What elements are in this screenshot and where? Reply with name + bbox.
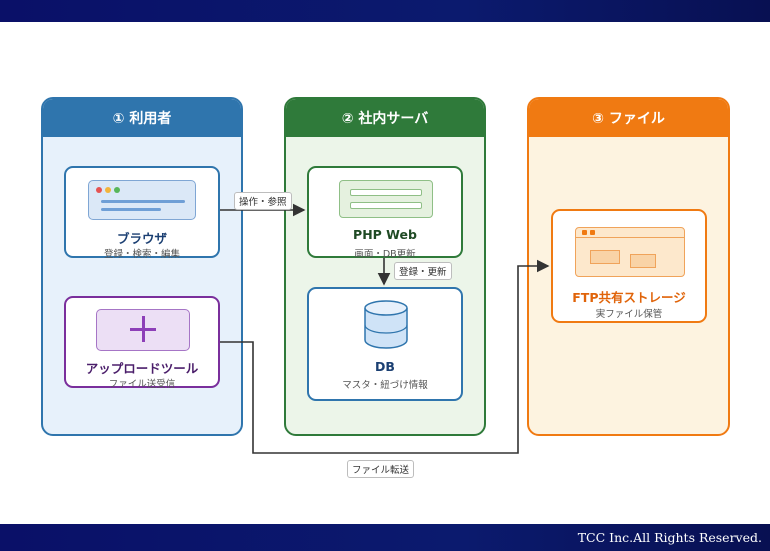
upload-tool-subtitle: ファイル送受信 xyxy=(108,379,176,390)
browser-subtitle: 登録・検索・編集 xyxy=(103,249,180,260)
edge-label-browser-php: 操作・参照 xyxy=(234,192,292,210)
php-web-node: PHP Web 画面・DB更新 xyxy=(307,166,463,260)
web-form-icon xyxy=(339,180,433,218)
edge-upload-ftp xyxy=(220,259,550,454)
ftp-storage-title: FTP共有ストレージ xyxy=(572,290,686,305)
ftp-storage-node: FTP共有ストレージ 実ファイル保管 xyxy=(551,209,707,323)
browser-title: ブラウザ xyxy=(116,231,167,246)
column-user-header: ① 利用者 xyxy=(43,99,241,137)
plus-icon xyxy=(96,309,190,351)
db-subtitle: マスタ・紐づけ情報 xyxy=(342,380,428,391)
edge-label-upload-ftp: ファイル転送 xyxy=(347,460,415,478)
edge-label-php-db: 登録・更新 xyxy=(394,262,452,280)
php-web-title: PHP Web xyxy=(353,227,417,242)
browser-window-icon xyxy=(88,180,196,220)
php-web-subtitle: 画面・DB更新 xyxy=(354,249,416,260)
column-file-header: ③ ファイル xyxy=(529,99,728,137)
browser-node: ブラウザ 登録・検索・編集 xyxy=(64,166,220,260)
column-server-header: ② 社内サーバ xyxy=(286,99,484,137)
upload-tool-node: アップロードツール ファイル送受信 xyxy=(64,296,220,390)
upload-tool-title: アップロードツール xyxy=(85,361,199,376)
db-title: DB xyxy=(375,359,395,374)
db-node: DB マスタ・紐づけ情報 xyxy=(307,287,463,401)
copyright-text: TCC Inc.All Rights Reserved. xyxy=(577,530,762,545)
storage-window-icon xyxy=(575,227,685,277)
database-icon xyxy=(364,300,408,349)
top-banner xyxy=(0,0,770,22)
footer-bar: TCC Inc.All Rights Reserved. xyxy=(0,524,770,551)
ftp-storage-subtitle: 実ファイル保管 xyxy=(595,309,663,320)
